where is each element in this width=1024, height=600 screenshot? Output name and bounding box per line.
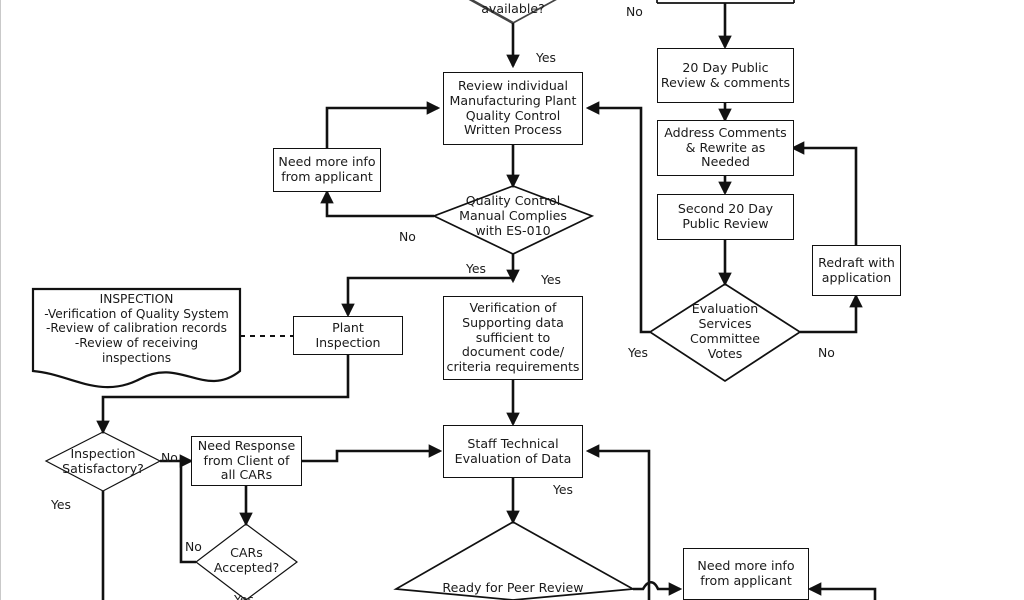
edge-label-qc-yes-right: Yes [541,272,562,287]
edge-label-eval-criteria-yes: Yes [536,50,557,65]
node-address-comments: Address Comments & Rewrite as Needed [657,120,794,176]
node-plant-inspection: Plant Inspection [293,316,403,355]
node-verification-supporting-data: Verification of Supporting data sufficie… [443,296,583,380]
edge-label-qc-no: No [399,229,416,244]
edge-label-esc-no: No [818,345,835,360]
edge-label-inspection-yes: Yes [51,497,72,512]
node-need-response-cars: Need Response from Client of all CARs [191,436,302,486]
edge-label-qc-yes: Yes [466,261,487,276]
page-frame-left-border [0,0,1,600]
node-second-twenty-day: Second 20 Day Public Review [657,194,794,240]
edge-label-staff-yes: Yes [553,482,574,497]
edge-label-cars-no: No [185,539,202,554]
node-staff-technical: Staff Technical Evaluation of Data [443,425,583,478]
edge-label-cars-yes: Yes [234,592,255,600]
node-need-more-info-right: Need more info from applicant [683,548,809,600]
edge-label-inspection-no: No [161,450,178,465]
edge-label-top-no: No [626,4,643,19]
node-inspection-note: INSPECTION -Verification of Quality Syst… [44,292,229,365]
node-need-more-info-left: Need more info from applicant [273,148,381,192]
node-twenty-day-public: 20 Day Public Review & comments [657,48,794,103]
node-review-individual: Review individual Manufacturing Plant Qu… [443,72,583,145]
node-redraft-with-application: Redraft with application [812,245,901,296]
edge-label-esc-yes: Yes [628,345,649,360]
